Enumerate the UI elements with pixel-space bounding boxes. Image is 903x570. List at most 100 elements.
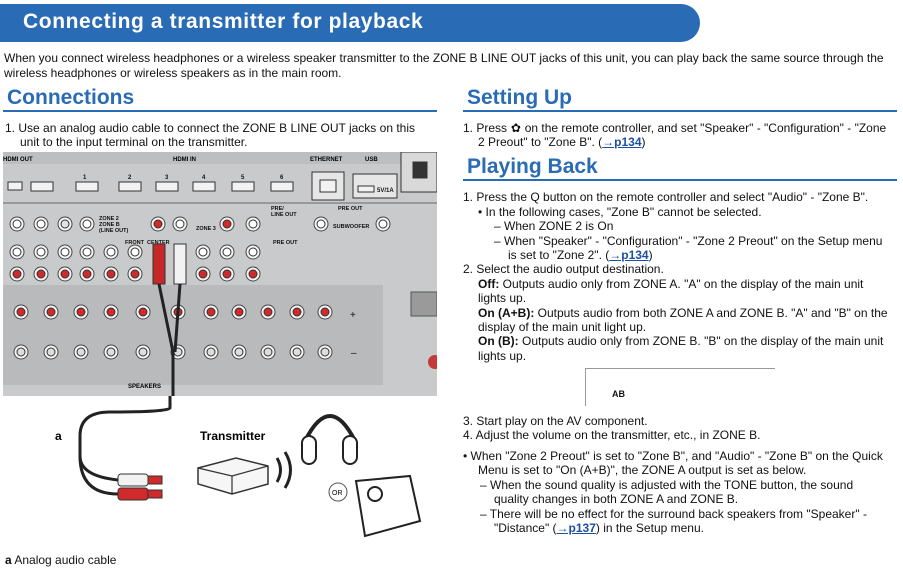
note-1: • When "Zone 2 Preout" is set to "Zone B… — [463, 449, 883, 463]
option-on-ab: On (A+B): Outputs audio from both ZONE A… — [478, 306, 888, 321]
speakers-label: SPEAKERS — [128, 384, 161, 390]
svg-text:ZONE B: ZONE B — [99, 222, 120, 228]
speaker-terminal-minus-center — [234, 347, 244, 357]
svg-text:PRE/: PRE/ — [271, 206, 284, 212]
svg-text:4: 4 — [202, 175, 206, 181]
link-p134[interactable]: →p134 — [602, 135, 642, 149]
speaker-terminal-minus-center — [106, 347, 116, 357]
speaker-terminal-minus-center — [16, 347, 26, 357]
link-p137[interactable]: →p137 — [556, 521, 596, 535]
playing-dash-2-b: is set to "Zone 2". ( — [508, 248, 610, 262]
svg-text:+: + — [350, 310, 356, 321]
speaker-terminal-plus-center — [138, 307, 148, 317]
setup-rule — [463, 110, 897, 112]
zone-b-jack-l-center — [175, 219, 185, 229]
speaker-terminal-plus-center — [46, 307, 56, 317]
rca-jack-center — [248, 269, 258, 279]
playing-close-paren: ) — [648, 248, 653, 262]
note-dash-1-cont: quality changes in both ZONE A and ZONE … — [494, 492, 739, 506]
speaker-terminal-plus-center — [320, 307, 330, 317]
rca-jack-center — [222, 247, 232, 257]
svg-text:3: 3 — [165, 175, 169, 181]
speaker-terminal-plus-center — [76, 307, 86, 317]
hdmi-out-label: HDMI OUT — [3, 157, 33, 163]
speaker-terminal-plus-center — [234, 307, 244, 317]
rca-jack-center — [12, 269, 22, 279]
option-on-ab-label: On (A+B): — [478, 306, 535, 320]
playing-dash-2: – When "Speaker" - "Configuration" - "Zo… — [494, 234, 883, 248]
rca-jack-center — [82, 219, 92, 229]
caption: a Analog audio cable — [5, 553, 116, 568]
ethernet-label: ETHERNET — [310, 157, 343, 163]
rca-jack-center — [82, 247, 92, 257]
setup-step-1-b: on the remote controller, and set "Speak… — [524, 121, 887, 135]
rca-row-1 — [9, 216, 391, 232]
speaker-terminal-plus-center — [106, 307, 116, 317]
transmitter-label: Transmitter — [200, 429, 266, 443]
sub-jack-2-center — [378, 219, 388, 229]
intro-paragraph: When you connect wireless headphones or … — [4, 51, 884, 80]
link-p134-2[interactable]: →p134 — [609, 248, 649, 262]
page-banner: Connecting a transmitter for playback — [0, 4, 700, 42]
playing-step-3: 3. Start play on the AV component. — [463, 414, 648, 428]
rca-jack-center — [222, 269, 232, 279]
svg-text:5: 5 — [241, 175, 245, 181]
setup-step-1-c: 2 Preout" to "Zone B". ( — [478, 135, 603, 149]
svg-text:6: 6 — [280, 175, 284, 181]
pre-out-label: PRE OUT — [338, 206, 363, 212]
playing-title: Playing Back — [467, 155, 598, 178]
page-title: Connecting a transmitter for playback — [23, 10, 424, 33]
playing-bullet-1: • In the following cases, "Zone B" canno… — [478, 205, 762, 219]
svg-text:1: 1 — [83, 175, 87, 181]
gear-icon: ✿ — [510, 121, 521, 135]
rca-jack-center — [82, 269, 92, 279]
svg-text:–: – — [351, 348, 357, 359]
rca-jack-center — [130, 247, 140, 257]
speaker-terminal-plus-center — [206, 307, 216, 317]
connections-rule — [3, 110, 437, 112]
playing-step-2: 2. Select the audio output destination. — [463, 262, 664, 276]
option-on-b-label: On (B): — [478, 334, 519, 348]
display-ab-label: AB — [612, 389, 625, 399]
rca-jack-center — [198, 247, 208, 257]
or-label: OR — [332, 490, 343, 497]
rca-jack-center — [36, 219, 46, 229]
note-dash-1: – When the sound quality is adjusted wit… — [480, 478, 854, 492]
playing-rule — [463, 179, 897, 181]
speaker-terminal-plus-center — [16, 307, 26, 317]
caption-key: a — [5, 553, 12, 567]
note-dash-2: – There will be no effect for the surrou… — [480, 507, 867, 521]
option-on-b-cont: lights up. — [478, 349, 527, 363]
center-label: CENTER — [147, 240, 170, 246]
connections-step-1-cont: unit to the input terminal on the transm… — [20, 135, 248, 149]
zone3-jack-r-center — [222, 219, 232, 229]
speaker-terminal-minus-center — [320, 347, 330, 357]
hdmi-in-label: HDMI IN — [173, 157, 196, 163]
option-on-ab-cont: display of the main unit light up. — [478, 320, 647, 334]
setup-step-1-cont: 2 Preout" to "Zone B". (→p134) — [478, 135, 646, 150]
zone3-jack-l-center — [248, 219, 258, 229]
setup-close-paren: ) — [641, 135, 646, 149]
connections-title: Connections — [7, 86, 135, 109]
rca-jack-center — [36, 269, 46, 279]
connection-drawing: a Transmitter OR — [55, 396, 422, 538]
pre-out-label-2: PRE OUT — [273, 240, 298, 246]
rca-jack-center — [106, 269, 116, 279]
speaker-terminal-minus-center — [263, 347, 273, 357]
svg-text:LINE OUT: LINE OUT — [271, 212, 297, 218]
rca-jack-center — [60, 269, 70, 279]
speaker-terminals — [13, 304, 333, 360]
playing-dash-1: – When ZONE 2 is On — [494, 219, 614, 233]
rca-jack-center — [12, 219, 22, 229]
option-on-b: On (B): Outputs audio only from ZONE B. … — [478, 334, 883, 349]
usb-label: USB — [365, 157, 378, 163]
svg-text:(LINE OUT): (LINE OUT) — [99, 228, 128, 234]
playing-dash-2-cont: is set to "Zone 2". (→p134) — [508, 248, 653, 263]
speaker-terminal-minus-center — [138, 347, 148, 357]
rca-jack-center — [36, 247, 46, 257]
option-off-text: Outputs audio only from ZONE A. "A" on t… — [499, 277, 864, 291]
usb-rating: 5V/1A — [377, 188, 394, 194]
playing-step-4: 4. Adjust the volume on the transmitter,… — [463, 428, 761, 442]
speaker-terminal-plus-center — [263, 307, 273, 317]
